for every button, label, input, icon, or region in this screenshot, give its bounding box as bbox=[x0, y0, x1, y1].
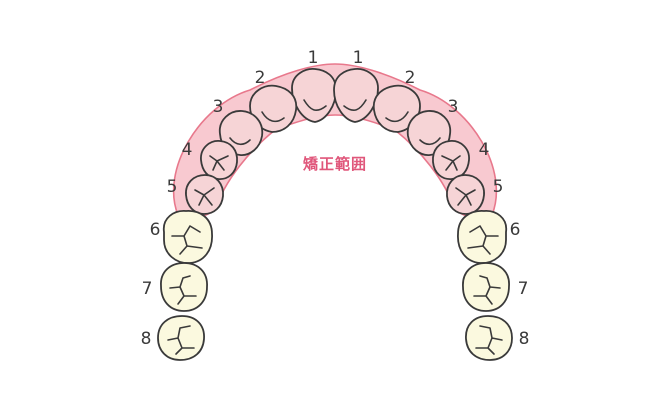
tooth-number-1-right: 1 bbox=[353, 48, 364, 68]
tooth-number-6-left: 6 bbox=[150, 220, 161, 240]
tooth-number-1-left: 1 bbox=[308, 48, 319, 68]
tooth-number-2-left: 2 bbox=[255, 68, 266, 88]
tooth-number-5-right: 5 bbox=[493, 177, 504, 197]
tooth-1-right bbox=[333, 68, 379, 123]
tooth-number-4-left: 4 bbox=[182, 140, 193, 160]
tooth-number-8-left: 8 bbox=[141, 329, 152, 349]
tooth-number-6-right: 6 bbox=[510, 220, 521, 240]
molar-fissures bbox=[167, 225, 503, 355]
tooth-7-left bbox=[160, 262, 208, 312]
tooth-7-right bbox=[462, 262, 510, 312]
tooth-6-right bbox=[457, 210, 508, 264]
tooth-8-left bbox=[157, 315, 205, 361]
upper-teeth-group bbox=[185, 68, 485, 215]
tooth-6-left bbox=[162, 210, 213, 264]
upper-teeth-details bbox=[194, 99, 476, 206]
tooth-8-right bbox=[465, 315, 513, 361]
tooth-number-7-right: 7 bbox=[518, 279, 529, 299]
tooth-number-5-left: 5 bbox=[167, 177, 178, 197]
tooth-number-4-right: 4 bbox=[479, 140, 490, 160]
tooth-number-8-right: 8 bbox=[519, 329, 530, 349]
tooth-number-labels: 1 1 2 2 3 3 4 4 5 5 6 6 7 7 8 8 bbox=[141, 48, 530, 349]
tooth-number-7-left: 7 bbox=[142, 279, 153, 299]
tooth-2-right bbox=[372, 84, 421, 133]
tooth-number-2-right: 2 bbox=[405, 68, 416, 88]
tooth-number-3-left: 3 bbox=[213, 97, 224, 117]
molar-teeth-group bbox=[157, 210, 513, 361]
orthodontic-range-label: 矯正範囲 bbox=[303, 155, 367, 173]
tooth-number-3-right: 3 bbox=[448, 97, 459, 117]
